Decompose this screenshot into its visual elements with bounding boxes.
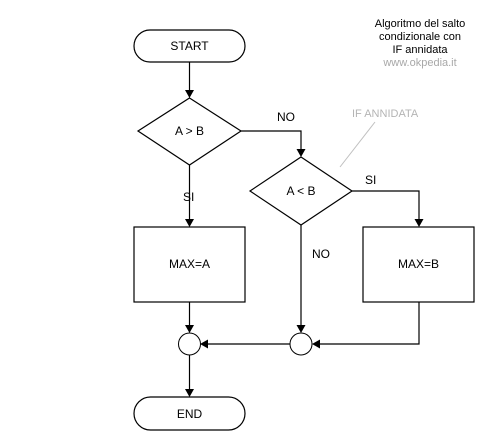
decision-outer-label: A > B — [175, 124, 204, 138]
start-terminator: START — [133, 29, 246, 63]
annotation-label: IF ANNIDATA — [352, 108, 419, 120]
process-max-a: MAX=A — [133, 226, 246, 303]
arrowhead-inner-yes — [414, 219, 424, 227]
process-max-b-label: MAX=B — [398, 257, 439, 271]
arrowhead-join-right-to-left — [200, 339, 208, 349]
process-max-a-shape — [133, 226, 246, 303]
end-shape — [133, 396, 246, 431]
join-connector-left — [178, 332, 201, 356]
label-inner-no: NO — [312, 247, 330, 261]
site-watermark: www.okpedia.it — [382, 57, 456, 69]
edge-outer-no — [241, 130, 302, 150]
label-outer-no: NO — [277, 110, 295, 124]
title-line-3: IF annidata — [392, 44, 448, 56]
decision-inner-label: A < B — [286, 184, 315, 198]
arrowhead-outer-yes — [185, 219, 194, 227]
title-block: Algoritmo del salto condizionale con IF … — [375, 18, 466, 69]
label-inner-yes: SI — [365, 173, 376, 187]
join-connector-right — [289, 332, 313, 356]
decision-outer: A > B — [136, 97, 243, 166]
process-max-b: MAX=B — [362, 226, 475, 303]
nested-if-annotation: IF ANNIDATA — [339, 108, 419, 168]
process-max-a-label: MAX=A — [169, 257, 210, 271]
title-line-2: condizionale con — [379, 31, 461, 43]
edge-max-b-to-join — [319, 302, 420, 345]
arrowhead-join-to-end — [185, 389, 194, 397]
process-max-b-shape — [362, 226, 475, 303]
label-outer-yes: SI — [183, 190, 194, 204]
arrowhead-inner-no — [296, 325, 306, 333]
end-label: END — [177, 407, 203, 421]
arrowhead-max-b-to-join — [312, 339, 320, 349]
edge-inner-yes — [352, 190, 420, 220]
decision-inner: A < B — [248, 156, 354, 226]
title-line-1: Algoritmo del salto — [375, 18, 466, 30]
end-terminator: END — [133, 396, 246, 431]
start-label: START — [170, 39, 209, 53]
arrowhead-max-a-to-join — [185, 325, 194, 333]
arrowhead-outer-no — [296, 149, 306, 157]
annotation-leader — [339, 121, 376, 168]
arrowhead-start-to-outer — [185, 90, 194, 98]
